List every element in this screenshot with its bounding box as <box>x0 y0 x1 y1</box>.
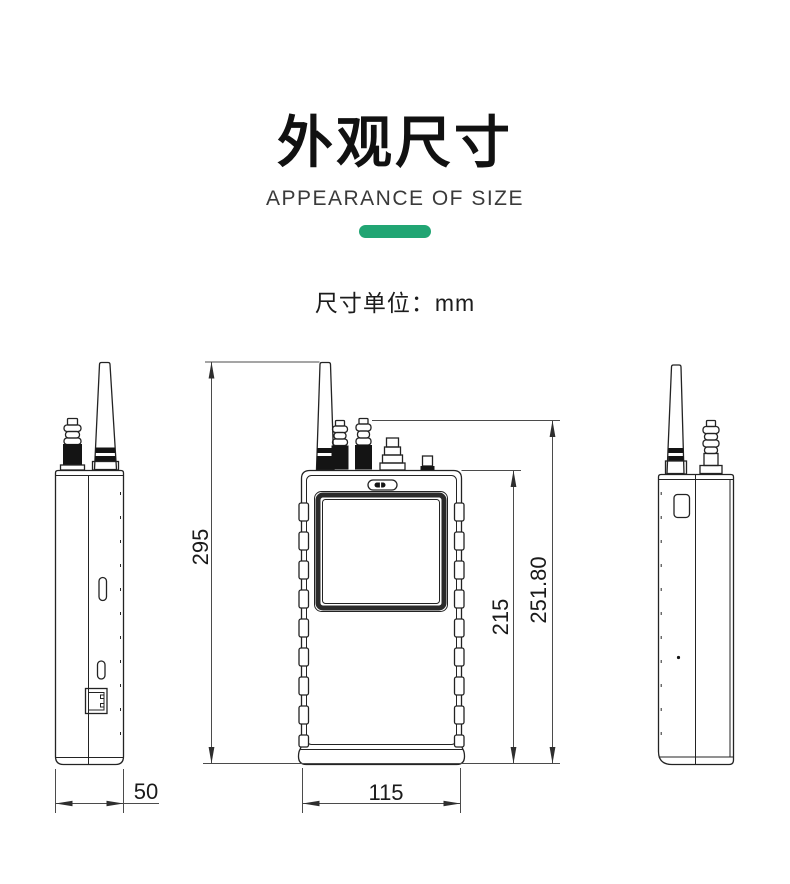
dimension-50 <box>55 769 159 813</box>
front-view-grip-ridges <box>298 502 465 748</box>
page-title: 外观尺寸 <box>277 111 513 174</box>
front-view-knob <box>420 455 435 470</box>
right-view-dot <box>676 655 681 660</box>
left-view-slot <box>98 576 108 602</box>
left-side-view <box>54 361 125 766</box>
left-view-hose-barb <box>59 417 86 471</box>
front-view-inlet-connector <box>379 437 406 471</box>
front-view-screen <box>314 491 448 612</box>
left-view-body <box>54 469 125 766</box>
front-view-hose-barb-2 <box>355 417 372 470</box>
dimension-lines <box>55 361 560 813</box>
left-view-usb-port <box>96 660 106 680</box>
right-view-button <box>673 493 691 519</box>
dimension-215 <box>461 470 521 764</box>
dimension-295 <box>205 361 320 764</box>
dimension-label-front-width: 115 <box>368 780 404 805</box>
dimension-label-overall-height: 295 <box>188 528 213 566</box>
dimension-label-side-width: 50 <box>133 779 159 804</box>
dimension-251-80 <box>372 420 560 764</box>
accent-divider <box>359 225 431 238</box>
dimension-115 <box>302 768 461 813</box>
page-subtitle: APPEARANCE OF SIZE <box>265 187 525 210</box>
right-view-hose-barb <box>699 419 723 475</box>
left-view-ethernet-port <box>84 687 108 715</box>
right-side-view <box>657 364 735 766</box>
front-view-hose-barb-1 <box>331 419 349 470</box>
left-view-antenna <box>91 361 120 471</box>
dimension-label-connector-height: 251.80 <box>526 556 551 624</box>
front-view-antenna <box>315 361 335 471</box>
front-view-speaker-pill <box>367 479 398 491</box>
dimension-label-body-height: 215 <box>488 598 513 636</box>
front-view <box>297 361 466 766</box>
right-view-body <box>657 473 735 766</box>
right-view-antenna <box>664 364 688 475</box>
unit-label: 尺寸单位：mm <box>314 290 476 316</box>
